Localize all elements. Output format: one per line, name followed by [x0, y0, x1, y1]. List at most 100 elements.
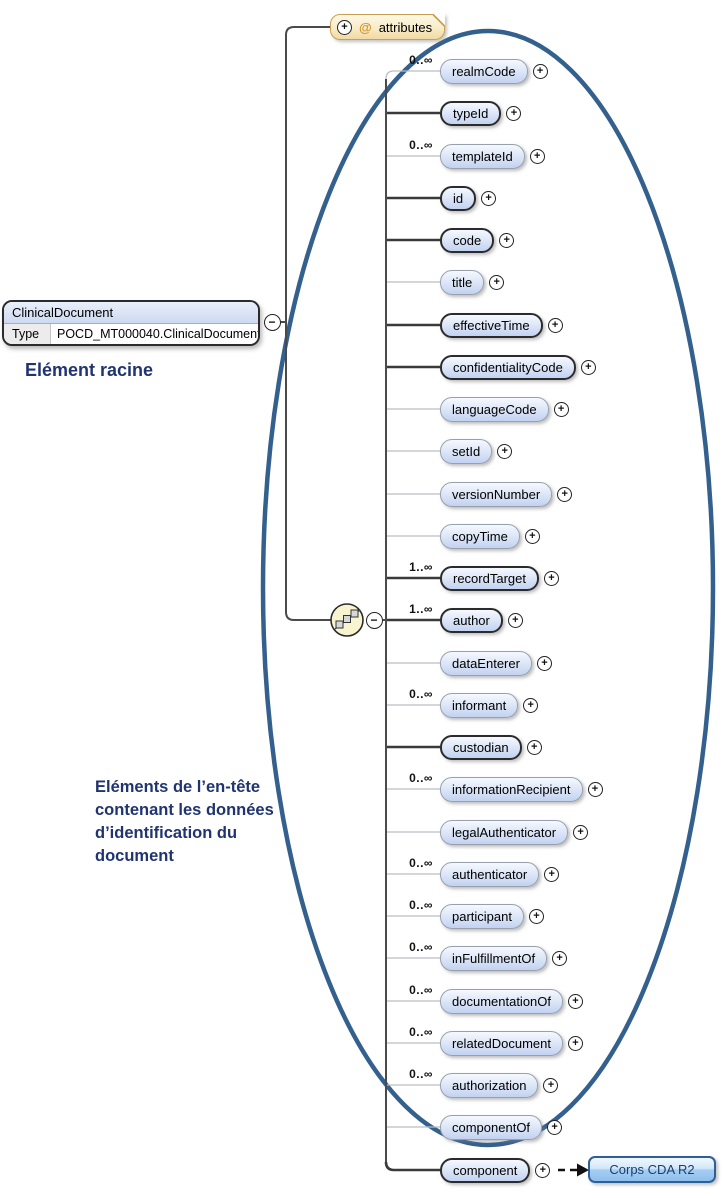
expand-icon[interactable]: +	[543, 1077, 559, 1093]
element-row: authorization+	[440, 1072, 559, 1098]
element-relatedDocument[interactable]: relatedDocument	[440, 1030, 563, 1056]
element-row: inFulfillmentOf+	[440, 945, 568, 971]
expand-icon[interactable]: +	[529, 148, 545, 164]
expand-icon[interactable]: +	[580, 359, 596, 375]
element-row: languageCode+	[440, 396, 569, 422]
element-languageCode[interactable]: languageCode	[440, 396, 549, 422]
expand-icon[interactable]: +	[532, 63, 548, 79]
expand-icon[interactable]: +	[489, 274, 505, 290]
expand-icon[interactable]: +	[557, 486, 573, 502]
expand-icon[interactable]: +	[568, 993, 584, 1009]
element-realmCode[interactable]: realmCode	[440, 58, 528, 84]
cardinality-label: 1..∞	[409, 602, 433, 616]
element-row: templateId+	[440, 143, 545, 169]
element-row: participant+	[440, 903, 544, 929]
header-group-annotation: Eléments de l’en-tête contenant les donn…	[95, 778, 274, 865]
element-effectiveTime[interactable]: effectiveTime	[440, 312, 543, 338]
collapse-icon[interactable]: −	[365, 611, 383, 629]
element-author[interactable]: author	[440, 607, 503, 633]
element-row: informationRecipient+	[440, 776, 603, 802]
cardinality-label: 0..∞	[409, 1067, 433, 1081]
element-row: componentOf+	[440, 1114, 563, 1140]
element-row: author+	[440, 607, 523, 633]
attributes-label: attributes	[378, 19, 433, 35]
element-versionNumber[interactable]: versionNumber	[440, 481, 553, 507]
element-row: authenticator+	[440, 861, 560, 887]
element-documentationOf[interactable]: documentationOf	[440, 988, 564, 1014]
dashed-arrow	[558, 1163, 589, 1177]
cardinality-label: 0..∞	[409, 898, 433, 912]
element-component[interactable]: component	[440, 1157, 531, 1183]
element-row: copyTime+	[440, 523, 540, 549]
at-symbol-icon: @	[359, 19, 372, 35]
collapse-icon[interactable]: −	[263, 313, 281, 331]
expand-icon[interactable]: +	[506, 105, 522, 121]
element-authorization[interactable]: authorization	[440, 1072, 539, 1098]
element-row: legalAuthenticator+	[440, 819, 589, 845]
attributes-box[interactable]: + @ attributes	[330, 14, 445, 40]
expand-icon[interactable]: +	[507, 612, 523, 628]
element-branch-line	[385, 70, 440, 80]
expand-icon[interactable]: +	[481, 190, 497, 206]
element-row: title+	[440, 269, 505, 295]
expand-icon[interactable]: +	[524, 528, 540, 544]
root-type-key: Type	[4, 324, 51, 344]
element-row: id+	[440, 185, 497, 211]
element-dataEnterer[interactable]: dataEnterer	[440, 650, 532, 676]
expand-icon[interactable]: +	[547, 317, 563, 333]
expand-icon[interactable]: +	[528, 908, 544, 924]
expand-icon[interactable]: +	[573, 824, 589, 840]
expand-icon[interactable]: +	[526, 739, 542, 755]
element-typeId[interactable]: typeId	[440, 100, 502, 126]
expand-icon[interactable]: +	[553, 401, 569, 417]
element-legalAuthenticator[interactable]: legalAuthenticator	[440, 819, 569, 845]
expand-icon[interactable]: +	[547, 1119, 563, 1135]
cardinality-label: 1..∞	[409, 560, 433, 574]
root-annotation: Elément racine	[25, 360, 154, 380]
expand-icon[interactable]: +	[337, 19, 352, 35]
expand-icon[interactable]: +	[587, 781, 603, 797]
cardinality-label: 0..∞	[409, 53, 433, 67]
element-row: versionNumber+	[440, 481, 573, 507]
element-row: realmCode+	[440, 58, 548, 84]
element-id[interactable]: id	[440, 185, 477, 211]
element-componentOf[interactable]: componentOf	[440, 1114, 543, 1140]
element-participant[interactable]: participant	[440, 903, 524, 929]
element-setId[interactable]: setId	[440, 438, 493, 464]
element-branch-line	[384, 1161, 440, 1172]
expand-icon[interactable]: +	[536, 655, 552, 671]
cardinality-label: 0..∞	[409, 687, 433, 701]
root-element-box[interactable]: ClinicalDocument Type POCD_MT000040.Clin…	[2, 300, 260, 346]
element-row: setId+	[440, 438, 513, 464]
element-row: custodian+	[440, 734, 542, 760]
cardinality-label: 0..∞	[409, 940, 433, 954]
element-authenticator[interactable]: authenticator	[440, 861, 540, 887]
element-templateId[interactable]: templateId	[440, 143, 525, 169]
expand-icon[interactable]: +	[552, 950, 568, 966]
cardinality-label: 0..∞	[409, 138, 433, 152]
body-link-box[interactable]: Corps CDA R2	[588, 1156, 716, 1183]
element-row: recordTarget+	[440, 565, 559, 591]
expand-icon[interactable]: +	[497, 443, 513, 459]
element-copyTime[interactable]: copyTime	[440, 523, 520, 549]
element-row: confidentialityCode+	[440, 354, 596, 380]
element-confidentialityCode[interactable]: confidentialityCode	[440, 354, 576, 380]
cardinality-label: 0..∞	[409, 1025, 433, 1039]
element-informant[interactable]: informant	[440, 692, 519, 718]
root-element-name: ClinicalDocument	[4, 302, 258, 324]
expand-icon[interactable]: +	[544, 866, 560, 882]
expand-icon[interactable]: +	[568, 1035, 583, 1051]
element-custodian[interactable]: custodian	[440, 734, 522, 760]
expand-icon[interactable]: +	[523, 697, 539, 713]
element-informationRecipient[interactable]: informationRecipient	[440, 776, 583, 802]
expand-icon[interactable]: +	[499, 232, 515, 248]
element-inFulfillmentOf[interactable]: inFulfillmentOf	[440, 945, 548, 971]
expand-icon[interactable]: +	[543, 570, 559, 586]
expand-icon[interactable]: +	[535, 1162, 551, 1178]
element-code[interactable]: code	[440, 227, 495, 253]
element-row: component+	[440, 1157, 551, 1183]
element-recordTarget[interactable]: recordTarget	[440, 565, 539, 591]
element-title[interactable]: title	[440, 269, 485, 295]
